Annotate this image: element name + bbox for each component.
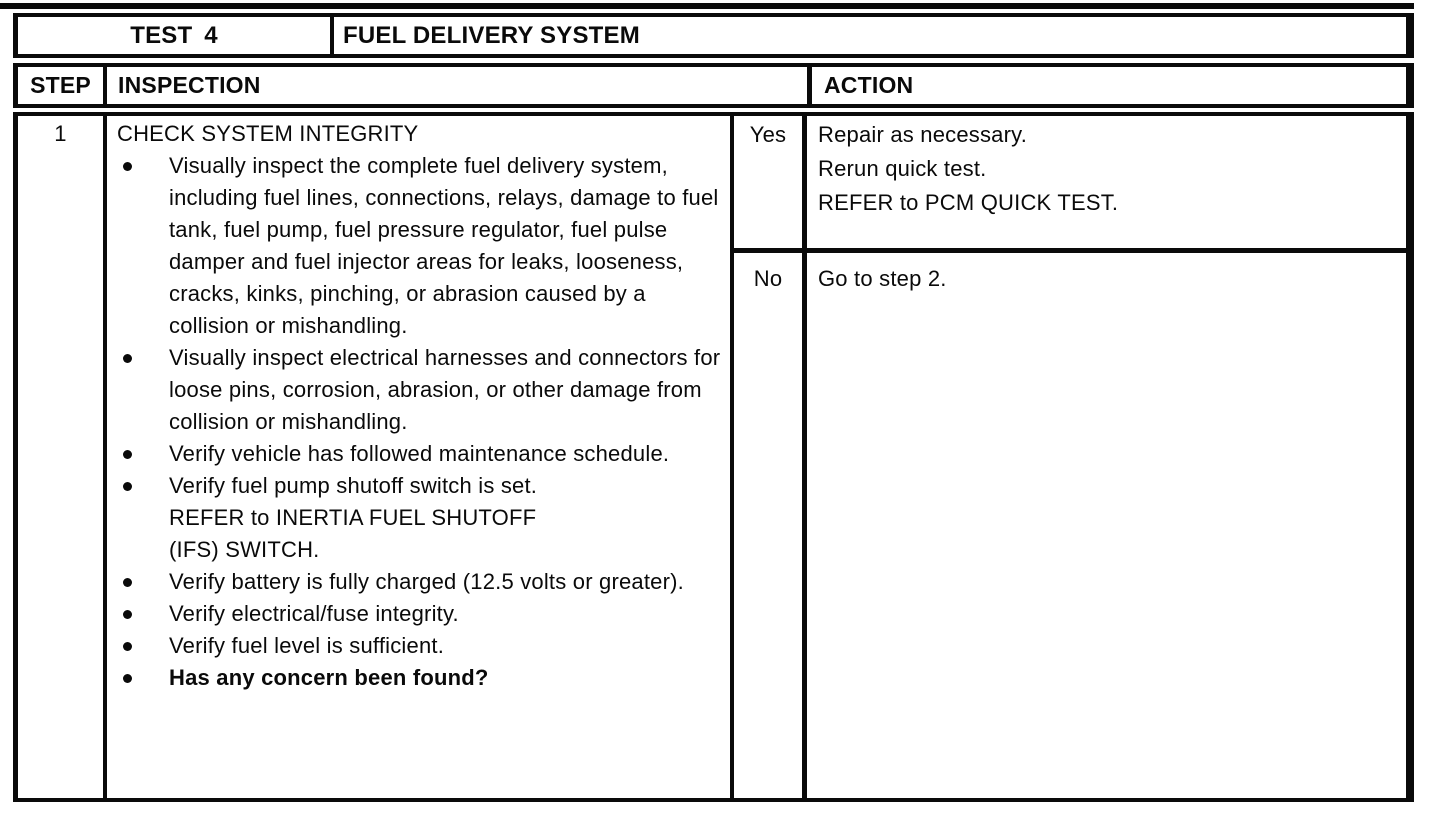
scan-top-edge-line bbox=[0, 3, 1414, 9]
outcome-row-yes: Yes Repair as necessary.Rerun quick test… bbox=[734, 116, 1406, 253]
inspection-cell: CHECK SYSTEM INTEGRITY Visually inspect … bbox=[107, 116, 734, 798]
system-name-label: FUEL DELIVERY SYSTEM bbox=[343, 21, 640, 49]
step-number-label: 1 bbox=[54, 121, 67, 146]
bullet-item: Verify fuel pump shutoff switch is set.R… bbox=[117, 470, 725, 566]
test-number-label: TEST 4 bbox=[130, 21, 218, 49]
bullet-item: Verify fuel level is sufficient. bbox=[117, 630, 725, 662]
answer-cell-no: No bbox=[734, 253, 807, 798]
system-name-cell: FUEL DELIVERY SYSTEM bbox=[334, 17, 1406, 54]
title-row: TEST 4 FUEL DELIVERY SYSTEM bbox=[13, 13, 1414, 58]
bullet-item: Has any concern been found? bbox=[117, 662, 725, 694]
bullet-item: Visually inspect the complete fuel deliv… bbox=[117, 150, 725, 342]
action-cell-no: Go to step 2. bbox=[818, 266, 947, 291]
bullet-item: Verify battery is fully charged (12.5 vo… bbox=[117, 566, 725, 598]
bullet-item: Visually inspect electrical harnesses an… bbox=[117, 342, 725, 438]
bullet-item: Verify electrical/fuse integrity. bbox=[117, 598, 725, 630]
inspection-bullet-list: Visually inspect the complete fuel deliv… bbox=[117, 150, 725, 694]
action-header-cell: ACTION bbox=[824, 72, 914, 98]
inspection-header-cell: INSPECTION bbox=[107, 67, 812, 104]
step-number-cell: 1 bbox=[18, 116, 107, 798]
outcome-row-no: No Go to step 2. bbox=[734, 253, 1406, 798]
column-header-row: STEP INSPECTION ACTION bbox=[13, 63, 1414, 108]
answer-action-region: Yes Repair as necessary.Rerun quick test… bbox=[734, 116, 1406, 798]
answer-cell-yes: Yes bbox=[734, 116, 807, 248]
bullet-item: Verify vehicle has followed maintenance … bbox=[117, 438, 725, 470]
step-1-row: 1 CHECK SYSTEM INTEGRITY Visually inspec… bbox=[13, 112, 1414, 802]
action-cell-yes: Repair as necessary.Rerun quick test.REF… bbox=[818, 122, 1119, 215]
test-number-cell: TEST 4 bbox=[18, 17, 334, 54]
step-header-cell: STEP bbox=[18, 67, 107, 104]
inspection-heading: CHECK SYSTEM INTEGRITY bbox=[117, 121, 419, 146]
